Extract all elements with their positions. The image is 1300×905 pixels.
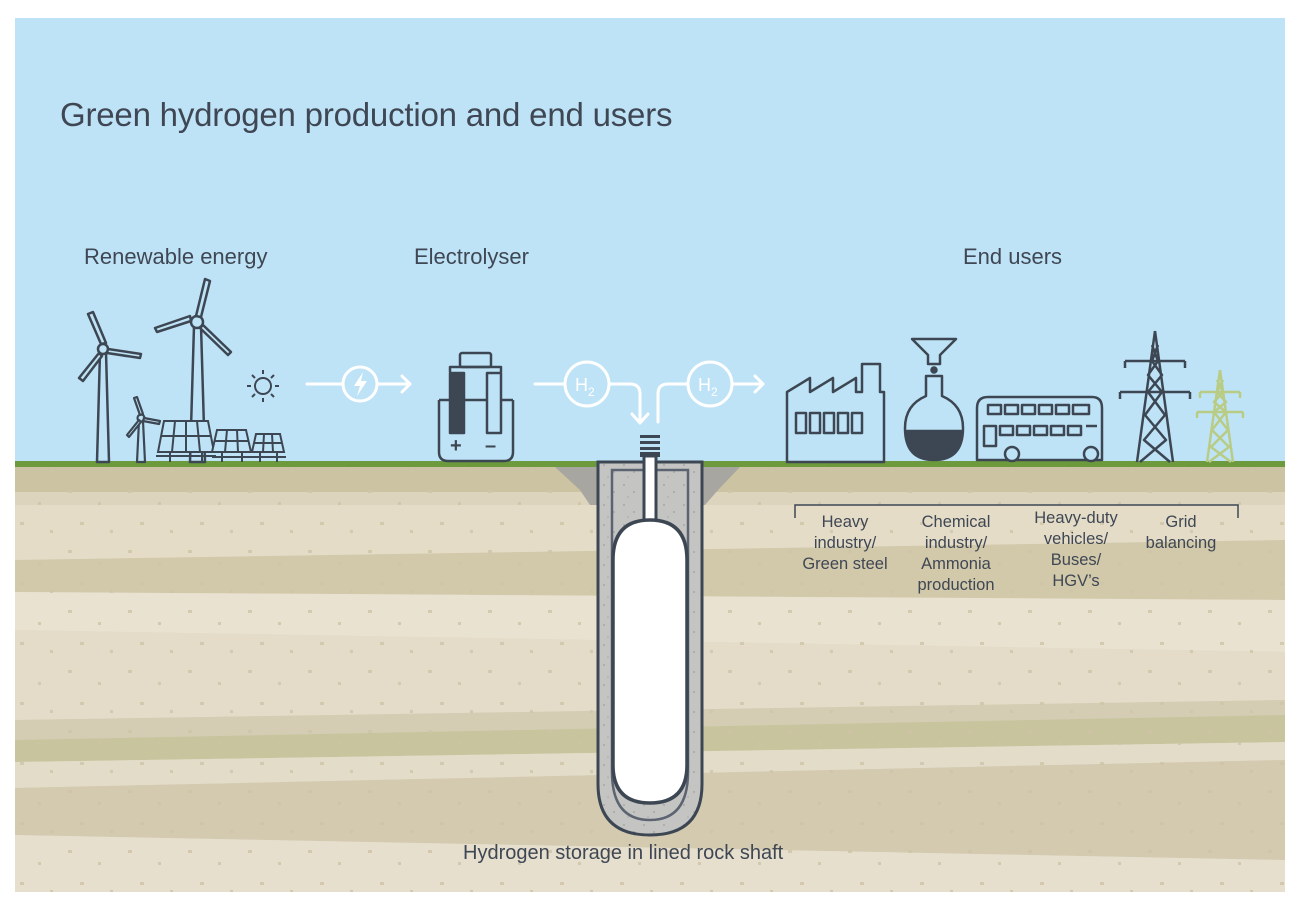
end-user-label-grid-balancing: Grid balancing bbox=[1140, 512, 1222, 554]
storage-caption: Hydrogen storage in lined rock shaft bbox=[463, 842, 784, 864]
end-user-label-line: vehicles/ bbox=[1043, 530, 1109, 548]
wind-turbine-large bbox=[77, 310, 143, 464]
end-user-label-line: industry/ bbox=[813, 534, 877, 552]
sun-icon bbox=[247, 370, 279, 402]
h2-badge: H2 bbox=[698, 375, 718, 399]
end-user-label-line: production bbox=[917, 576, 995, 594]
hydrogen-flow-arrow bbox=[533, 360, 650, 425]
hydrogen-storage-vessel bbox=[611, 518, 689, 805]
bus-icon bbox=[975, 395, 1104, 463]
electrolyser-icon bbox=[437, 351, 515, 463]
solar-panel bbox=[210, 429, 253, 462]
end-user-label-line: Heavy-duty bbox=[1034, 509, 1118, 527]
wind-turbine-small bbox=[125, 395, 162, 464]
shaft-pipe bbox=[642, 454, 658, 530]
end-user-label-line: balancing bbox=[1145, 534, 1217, 552]
end-user-label-line: Ammonia bbox=[921, 555, 991, 573]
end-user-label-line: Chemical bbox=[921, 513, 991, 531]
end-user-label-line: Buses/ bbox=[1050, 551, 1102, 569]
end-user-label-heavy-duty-vehicles: Heavy-duty vehicles/ Buses/ HGV’s bbox=[1028, 508, 1124, 592]
h2-badge: H2 bbox=[575, 375, 595, 399]
power-pylon-green-icon bbox=[1195, 369, 1245, 463]
electrolyser-plus-label: + bbox=[450, 435, 462, 457]
solar-panel bbox=[156, 420, 216, 462]
end-users-bracket bbox=[794, 504, 1239, 518]
end-user-label-line: Grid bbox=[1165, 513, 1197, 531]
chemical-flask-icon bbox=[903, 337, 965, 462]
sky-background bbox=[15, 18, 1285, 464]
section-label-renewable-energy: Renewable energy bbox=[84, 244, 268, 269]
electrolyser-minus-label: – bbox=[485, 435, 496, 457]
end-user-label-line: Green steel bbox=[802, 555, 888, 573]
end-user-label-line: Heavy bbox=[821, 513, 869, 531]
page-title: Green hydrogen production and end users bbox=[60, 96, 673, 133]
hydrogen-flow-arrow bbox=[656, 360, 765, 424]
section-label-end-users: End users bbox=[963, 244, 1063, 269]
electricity-flow-arrow bbox=[305, 365, 412, 403]
end-user-label-chemical-industry: Chemical industry/ Ammonia production bbox=[912, 512, 1000, 596]
solar-panel bbox=[250, 433, 286, 462]
power-pylon-icon bbox=[1118, 330, 1192, 463]
factory-icon bbox=[785, 362, 886, 464]
end-user-label-line: HGV’s bbox=[1052, 572, 1100, 590]
end-user-label-heavy-industry: Heavy industry/ Green steel bbox=[801, 512, 889, 575]
lightning-bolt-icon bbox=[354, 372, 367, 396]
rock-shaft bbox=[596, 435, 704, 837]
end-user-label-line: industry/ bbox=[924, 534, 988, 552]
section-label-electrolyser: Electrolyser bbox=[414, 244, 529, 269]
wellhead-cap bbox=[640, 435, 660, 457]
